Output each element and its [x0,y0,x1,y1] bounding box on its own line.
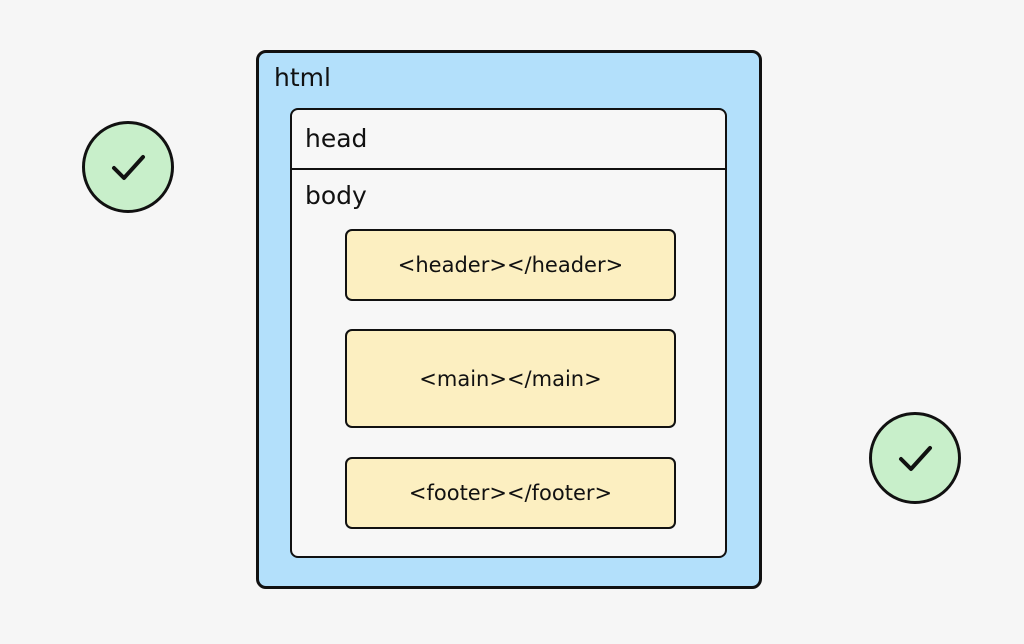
head-label: head [305,124,368,153]
document-inner-box: head body <header></header> <main></main… [290,108,727,558]
header-element-label: <header></header> [397,253,624,277]
check-icon [112,155,145,180]
head-section: head [292,110,725,170]
footer-element-label: <footer></footer> [408,481,613,505]
check-badge-left [82,121,174,213]
footer-element-box: <footer></footer> [345,457,676,529]
check-icon [899,446,932,471]
html-element-box: html head body <header></header> <main><… [256,50,762,589]
body-label: body [305,181,367,210]
main-element-label: <main></main> [419,366,602,391]
html-label: html [274,63,331,92]
header-element-box: <header></header> [345,229,676,301]
check-badge-right [869,412,961,504]
main-element-box: <main></main> [345,329,676,428]
